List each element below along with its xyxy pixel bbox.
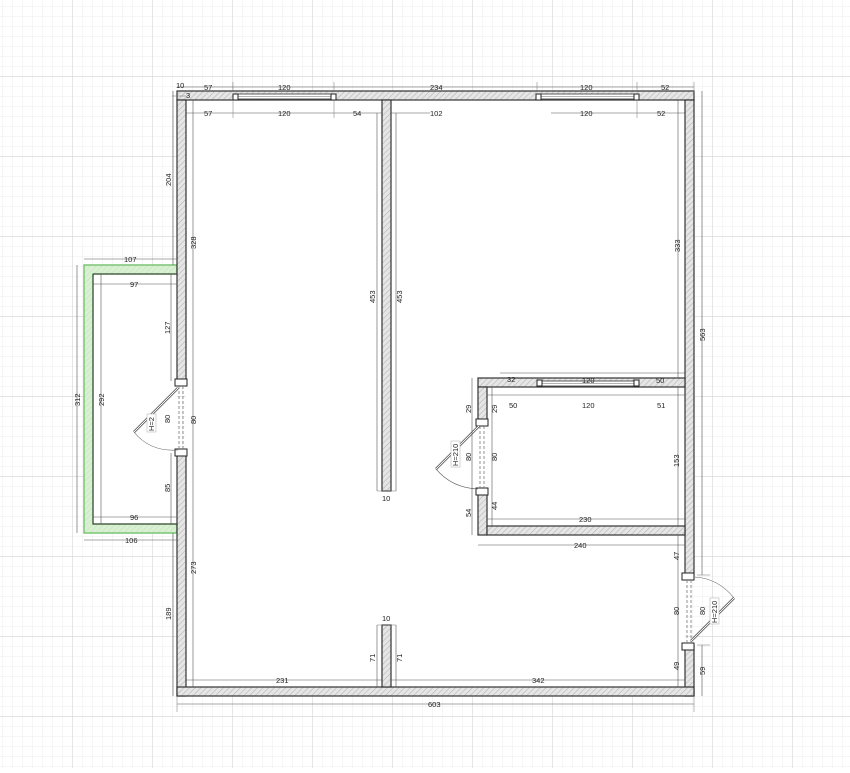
dim-balcony-outer-top: 107 <box>124 255 137 264</box>
dim-ir-inner-bottom: 230 <box>579 515 592 524</box>
partition-wall[interactable] <box>381 99 392 492</box>
dim-balcony-outer-height: 312 <box>73 393 82 406</box>
dim-ir-left-upper-inner: 29 <box>490 405 499 413</box>
dim-left-outer-upper: 204 <box>164 173 173 186</box>
door-entrance[interactable]: H=210 <box>681 572 735 651</box>
exterior-walls[interactable] <box>176 90 695 697</box>
dim-bottom-total: 603 <box>428 700 441 709</box>
dim-rd-door-inner: 80 <box>672 607 681 615</box>
dimension-lines <box>76 82 710 712</box>
dim-top-right-seg: 52 <box>661 83 669 92</box>
dim-left-inner-lower: 273 <box>189 561 198 574</box>
partition-stub[interactable] <box>381 624 392 688</box>
dimension-labels: 10 3 57 120 234 120 52 57 120 54 102 120… <box>73 81 707 709</box>
dim-inner-window: 120 <box>278 109 291 118</box>
dim-rd-door-outer: 80 <box>698 607 707 615</box>
dim-stub-top: 10 <box>382 614 390 623</box>
dim-top-middle: 234 <box>430 83 443 92</box>
door-inner-room-height: H=210 <box>451 444 460 466</box>
dim-inner-r-left: 102 <box>430 109 443 118</box>
dim-ir-top-outer-right: 50 <box>656 376 664 385</box>
window-inner-room[interactable] <box>536 379 640 387</box>
dim-balcony-inner-bottom: 96 <box>130 513 138 522</box>
dim-top-left-seg: 57 <box>204 83 212 92</box>
dim-partition-right: 453 <box>395 290 404 303</box>
dim-inner-r-right: 52 <box>657 109 665 118</box>
dim-balcony-inner-height: 292 <box>97 393 106 406</box>
dim-rd-lower: 49 <box>672 662 681 670</box>
dim-right-outer-lower: 59 <box>698 667 707 675</box>
dim-top-corner-small: 3 <box>186 91 190 100</box>
dim-ir-outer-bottom: 240 <box>574 541 587 550</box>
room-interiors <box>93 100 685 687</box>
dim-balcony-wall-upper: 127 <box>163 321 172 334</box>
dim-ir-top-outer-left: 32 <box>507 375 515 384</box>
dim-right-room-height: 333 <box>673 239 682 252</box>
window-top-right[interactable] <box>535 93 640 101</box>
dim-ir-top-inner-left: 50 <box>509 401 517 410</box>
dim-stub-left: 71 <box>368 654 377 662</box>
dim-ir-top-inner-window: 120 <box>582 401 595 410</box>
dim-top-corner: 10 <box>176 81 184 90</box>
dim-bottom-left-room: 231 <box>276 676 289 685</box>
dim-partition-end: 10 <box>382 494 390 503</box>
dim-inner-r-window: 120 <box>580 109 593 118</box>
window-top-left[interactable] <box>232 93 337 101</box>
dim-left-inner-door: 80 <box>189 416 198 424</box>
dim-ir-left-lower-inner: 44 <box>490 502 499 510</box>
dim-inner-right-seg: 54 <box>353 109 361 118</box>
dim-ir-height: 153 <box>672 454 681 467</box>
dim-partition-left: 453 <box>368 290 377 303</box>
dim-balcony-wall-lower: 85 <box>163 484 172 492</box>
door-balcony[interactable]: H=2 <box>133 378 188 457</box>
dim-ir-left-upper-outer: 29 <box>464 405 473 413</box>
dim-ir-top-inner-right: 51 <box>657 401 665 410</box>
dim-ir-door-outer: 80 <box>464 453 473 461</box>
door-entrance-height: H=210 <box>710 601 719 623</box>
dim-balcony-inner-top: 97 <box>130 280 138 289</box>
dim-stub-right: 71 <box>395 654 404 662</box>
dim-inner-left-seg: 57 <box>204 109 212 118</box>
dim-ir-left-lower-outer: 54 <box>464 509 473 517</box>
dim-top-window2: 120 <box>580 83 593 92</box>
dim-left-inner-upper: 328 <box>189 236 198 249</box>
dim-bottom-right-room: 342 <box>532 676 545 685</box>
dim-ir-door-inner: 80 <box>490 453 499 461</box>
dim-balcony-door: 80 <box>163 415 172 423</box>
dim-rd-upper: 47 <box>672 552 681 560</box>
dim-right-outer-total: 563 <box>698 328 707 341</box>
dim-left-outer-lower: 189 <box>164 607 173 620</box>
dim-top-window1: 120 <box>278 83 291 92</box>
dim-balcony-outer-bottom: 106 <box>125 536 138 545</box>
dim-ir-top-outer-window: 120 <box>582 376 595 385</box>
door-balcony-height: H=2 <box>147 417 156 431</box>
